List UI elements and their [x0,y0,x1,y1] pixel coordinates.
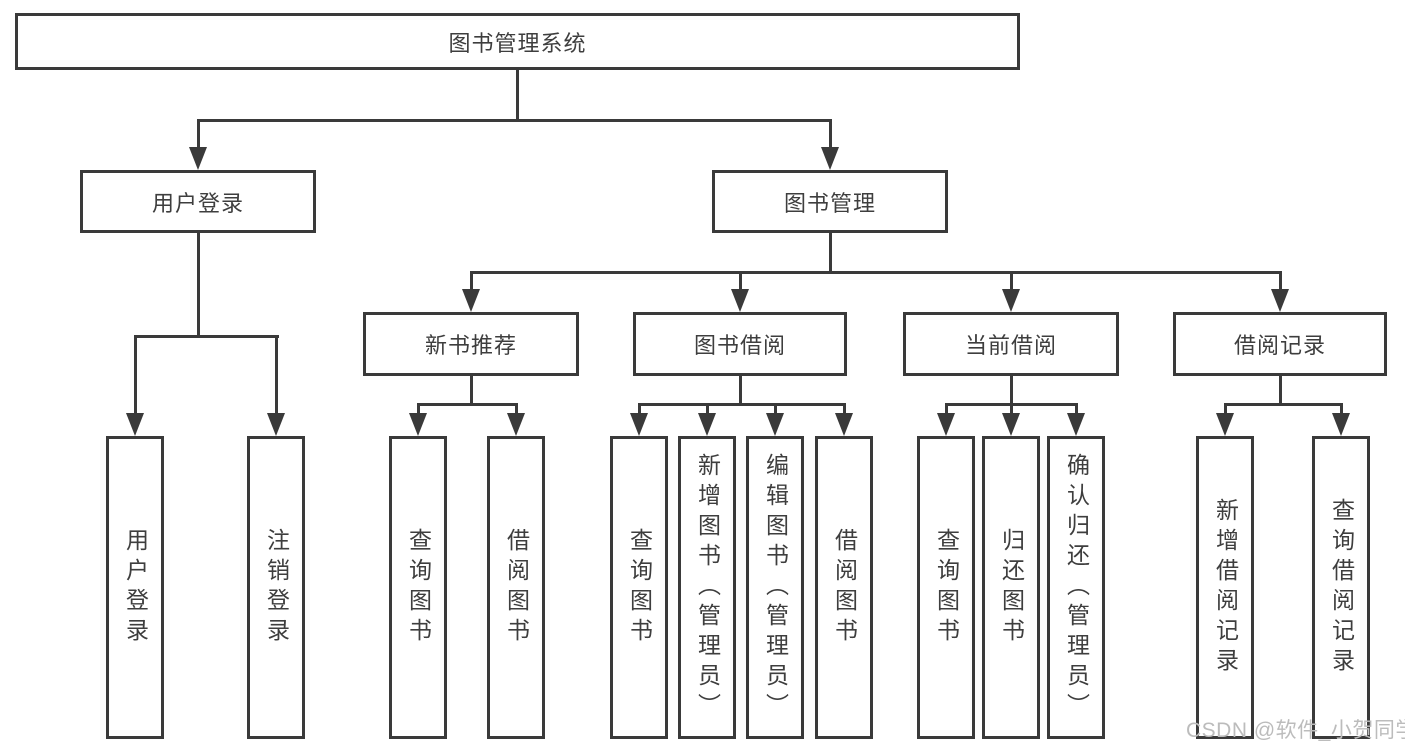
connector-leaf-drop [1340,403,1343,415]
leaf-confirm-return-admin: 确认归还（管理员） [1047,436,1105,739]
connector-bookmgmt-stem [829,231,832,273]
node-borrow-records: 借阅记录 [1173,312,1387,376]
leaf-query-books-borrow: 查询图书 [610,436,668,739]
arrowhead-icon [409,413,427,436]
connector-leaf-drop [843,403,846,415]
arrowhead-icon [1002,413,1020,436]
node-label: 当前借阅 [964,333,1057,358]
leaf-label: 查询借阅记录 [1328,497,1355,678]
arrowhead-icon [731,289,749,312]
connector-l3-drop [470,271,473,291]
leaf-borrow-books-recommend: 借阅图书 [487,436,545,739]
leaf-label: 归还图书 [998,527,1025,648]
leaf-query-books-current: 查询图书 [917,436,975,739]
node-label: 用户登录 [151,190,244,216]
connector-leaf-drop [1224,403,1227,415]
arrowhead-icon [937,413,955,436]
connector-group-stem [1010,374,1013,405]
connector-leaf-drop [134,335,137,415]
connector-leaf-drop [774,403,777,415]
connector-l3-drop [1279,271,1282,291]
node-label: 图书管理 [783,190,876,216]
connector-l3-drop [1010,271,1013,291]
connector-leaf-rail [417,403,517,406]
connector-leaf-drop [515,403,518,415]
connector-group-stem [1279,374,1282,405]
arrowhead-icon [267,413,285,436]
node-label: 借阅记录 [1233,333,1326,358]
leaf-label: 查询图书 [405,527,432,648]
connector-l3-drop [739,271,742,291]
arrowhead-icon [189,147,207,170]
leaf-label: 新增图书（管理员） [694,452,721,723]
leaf-query-books-recommend: 查询图书 [389,436,447,739]
leaf-borrow-books: 借阅图书 [815,436,873,739]
node-label: 图书管理系统 [448,30,587,56]
leaf-query-borrow-record: 查询借阅记录 [1312,436,1370,739]
connector-level2-rail [197,119,832,122]
node-label: 新书推荐 [424,333,517,358]
arrowhead-icon [1216,413,1234,436]
leaf-user-login: 用户登录 [106,436,164,739]
node-book-management: 图书管理 [712,170,948,233]
connector-userlogin-rail [134,335,279,338]
connector-userlogin-drop [197,119,200,149]
arrowhead-icon [462,289,480,312]
leaf-add-borrow-record: 新增借阅记录 [1196,436,1254,739]
connector-leaf-drop [638,403,641,415]
leaf-label: 借阅图书 [503,527,530,648]
node-book-borrow: 图书借阅 [633,312,847,376]
csdn-watermark: CSDN @软件_小贺同学 [1186,719,1405,742]
arrowhead-icon [507,413,525,436]
leaf-return-book: 归还图书 [982,436,1040,739]
connector-bookmgmt-drop [829,119,832,149]
node-library-management-system: 图书管理系统 [15,13,1020,70]
connector-leaf-rail [1224,403,1342,406]
node-label: 图书借阅 [693,333,786,358]
leaf-label: 查询图书 [933,527,960,648]
connector-leaf-drop [945,403,948,415]
leaf-add-book-admin: 新增图书（管理员） [678,436,736,739]
connector-level3-rail [470,271,1281,274]
arrowhead-icon [1002,289,1020,312]
leaf-label: 查询图书 [626,527,653,648]
connector-leaf-drop [706,403,709,415]
arrowhead-icon [1271,289,1289,312]
node-user-login: 用户登录 [80,170,316,233]
node-new-book-recommend: 新书推荐 [363,312,579,376]
connector-group-stem [470,374,473,405]
node-current-borrow: 当前借阅 [903,312,1119,376]
connector-userlogin-stem [197,231,200,337]
leaf-label: 用户登录 [122,527,149,648]
leaf-label: 借阅图书 [831,527,858,648]
connector-group-stem [739,374,742,405]
arrowhead-icon [766,413,784,436]
leaf-label: 确认归还（管理员） [1063,452,1090,723]
leaf-logout: 注销登录 [247,436,305,739]
connector-leaf-drop [417,403,420,415]
leaf-label: 编辑图书（管理员） [762,452,789,723]
leaf-label: 注销登录 [263,527,290,648]
leaf-label: 新增借阅记录 [1212,497,1239,678]
arrowhead-icon [1067,413,1085,436]
connector-root-stem [516,69,519,120]
arrowhead-icon [126,413,144,436]
arrowhead-icon [821,147,839,170]
arrowhead-icon [630,413,648,436]
connector-leaf-drop [275,335,278,415]
arrowhead-icon [698,413,716,436]
connector-leaf-rail [638,403,845,406]
arrowhead-icon [1332,413,1350,436]
connector-leaf-drop [1010,403,1013,415]
leaf-edit-book-admin: 编辑图书（管理员） [746,436,804,739]
connector-leaf-drop [1075,403,1078,415]
arrowhead-icon [835,413,853,436]
